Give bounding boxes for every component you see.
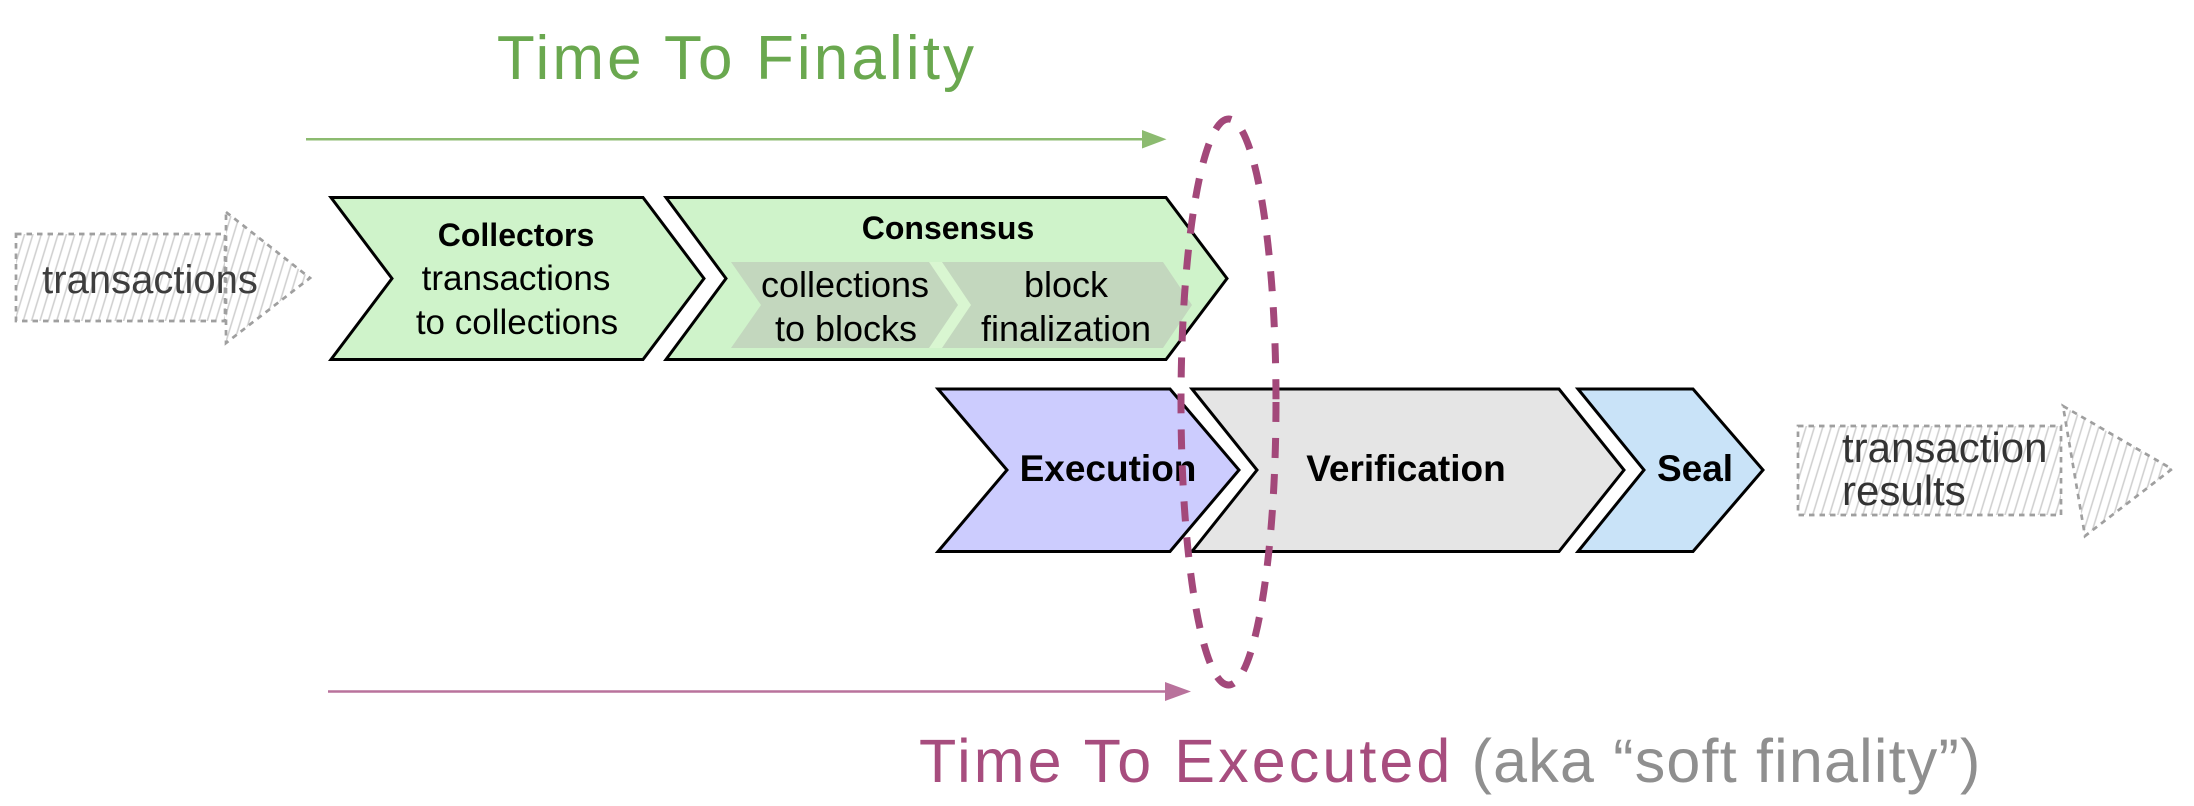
svg-text:Execution: Execution [1020, 448, 1197, 489]
svg-text:Seal: Seal [1657, 448, 1733, 489]
svg-text:transactions: transactions [42, 258, 258, 302]
svg-text:results: results [1842, 467, 1966, 514]
svg-text:Collectors: Collectors [438, 217, 594, 253]
svg-text:Time To Finality: Time To Finality [497, 24, 977, 93]
svg-text:Time To Executed (aka “soft fi: Time To Executed (aka “soft finality”) [919, 727, 1982, 795]
svg-text:block: block [1024, 264, 1109, 305]
svg-text:to collections: to collections [416, 303, 618, 342]
svg-text:transactions: transactions [422, 259, 611, 298]
svg-text:Consensus: Consensus [862, 210, 1034, 246]
svg-text:to blocks: to blocks [775, 308, 917, 349]
svg-text:Verification: Verification [1306, 448, 1505, 489]
svg-text:finalization: finalization [981, 308, 1151, 349]
svg-text:collections: collections [761, 264, 929, 305]
svg-text:transaction: transaction [1842, 424, 2047, 471]
